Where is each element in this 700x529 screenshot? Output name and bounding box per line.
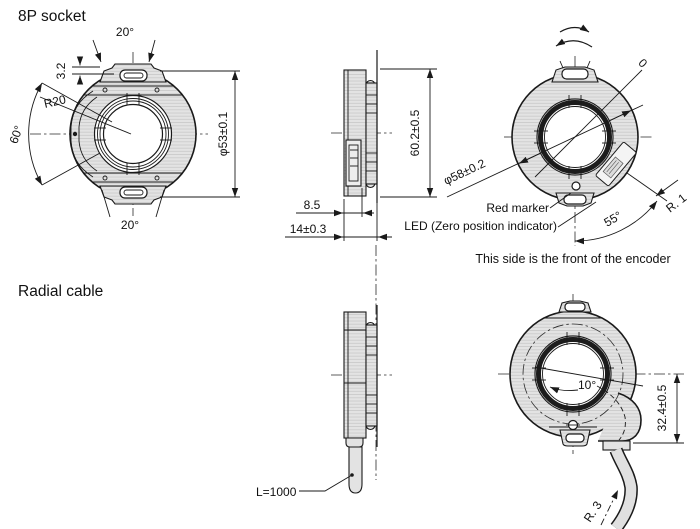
red-marker-hole: [571, 181, 581, 191]
front-sector-angle-label: 60°: [7, 124, 26, 146]
cable: [348, 446, 363, 494]
cable-neck: [345, 437, 364, 448]
top-tab-slot: [561, 68, 589, 80]
bottom-tab-slot: [565, 433, 585, 443]
reference-dot: [72, 131, 78, 137]
led-leader: [557, 201, 597, 228]
back-view-radial: [498, 294, 684, 529]
hidden-cable-path: [596, 385, 626, 441]
title-radial-version: Radial cable: [18, 283, 103, 300]
front-bottom-angle-label: 20°: [121, 218, 139, 232]
dim-side-total-depth: 14±0.3: [285, 203, 392, 241]
cable-gland-bulge: [598, 392, 642, 442]
dim-front-top-angle: 20°: [92, 25, 156, 63]
front-diameter-label: φ53±0.1: [216, 111, 230, 156]
dim-radial-exit-height: 32.4±0.5: [633, 374, 684, 444]
dim-radial-cable-angle: 10°: [549, 378, 596, 394]
dim-back-edge-radius: R. 1: [655, 179, 689, 216]
mount-plate: [365, 324, 378, 427]
bore-tick-marks: [534, 95, 616, 179]
rotation-arrow-cw: [559, 24, 590, 33]
red-marker-leader: [549, 192, 572, 209]
dim-front-pocket-radius: R20: [39, 92, 132, 135]
dim-side-body-depth: 8.5: [296, 188, 374, 217]
body-section: [343, 311, 367, 439]
mount-plate: [365, 82, 378, 185]
front-view: [30, 52, 208, 216]
bottom-tab-slot: [563, 194, 587, 205]
dim-front-diameter: φ53±0.1: [160, 70, 240, 198]
side-view-radial: [299, 305, 392, 494]
cable-angle-line: [534, 366, 644, 387]
front-pocket-radius-label: R20: [43, 92, 68, 111]
dim-front-bottom-angle: 20°: [101, 189, 165, 232]
socket-connector: [345, 139, 362, 187]
back-view-socket: [504, 24, 654, 246]
zero-mark-label: 0: [636, 56, 651, 71]
cable-angle-label: 10°: [578, 378, 596, 392]
exit-height-label: 32.4±0.5: [655, 384, 669, 431]
label-plate: [595, 142, 637, 186]
dim-front-step: 3.2: [54, 56, 114, 85]
front-note: This side is the front of the encoder: [475, 252, 670, 266]
dim-radial-bend-radius: R. 3: [581, 489, 619, 526]
side-view-socket: [331, 50, 392, 203]
side-body-depth-label: 8.5: [304, 198, 321, 212]
led-label: LED (Zero position indicator): [404, 219, 557, 233]
red-marker-label: Red marker: [486, 201, 549, 215]
cable-gland: [602, 440, 631, 451]
top-tab-slot: [564, 302, 586, 312]
rotation-arrow-ccw: [555, 38, 593, 48]
title-socket-version: 8P socket: [18, 8, 86, 25]
edge-radius-label: R. 1: [663, 191, 689, 216]
bore-tick-marks: [94, 93, 172, 175]
led-angle-label: 55°: [602, 208, 625, 229]
pocket-outline: [70, 90, 94, 178]
cable-length-label: L=1000: [256, 485, 297, 499]
cable: [611, 448, 637, 529]
bend-radius-label: R. 3: [581, 498, 605, 524]
zero-position-line: [534, 69, 643, 178]
dim-side-height: 60.2±0.5: [380, 68, 437, 198]
cable-length-leader: [299, 474, 353, 492]
side-height-label: 60.2±0.5: [408, 109, 422, 156]
side-total-depth-label: 14±0.3: [290, 222, 327, 236]
dim-front-sector-angle: 60°: [7, 82, 113, 186]
front-top-angle-label: 20°: [116, 25, 134, 39]
bolt-circle-label: φ58±0.2: [441, 156, 487, 188]
front-step-label: 3.2: [54, 62, 68, 79]
bore: [93, 94, 173, 174]
